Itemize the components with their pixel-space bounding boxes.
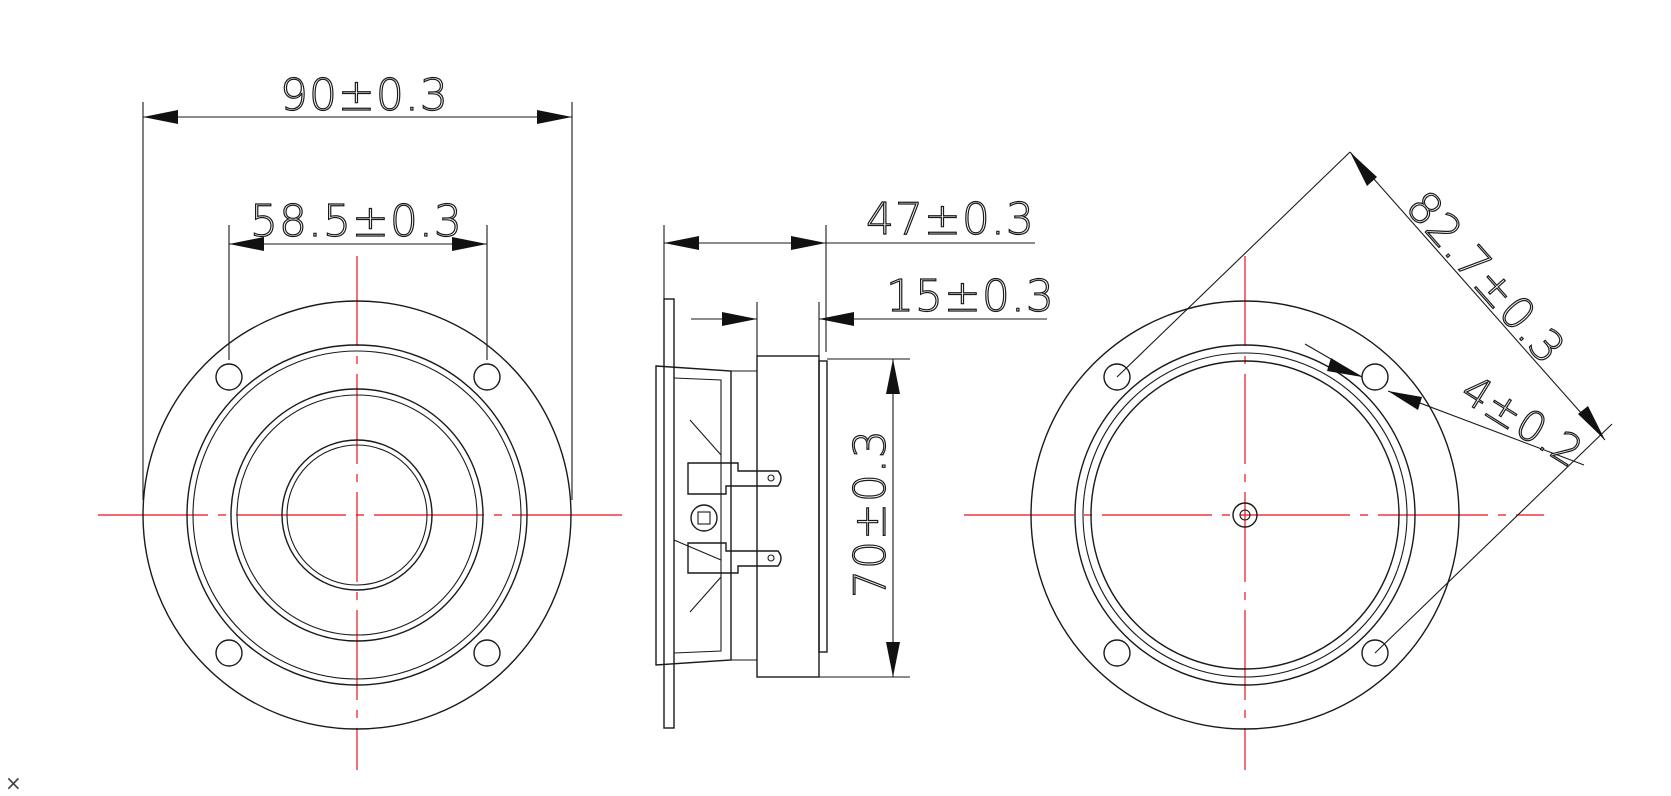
dim-inner-diameter: 58.5±0.3 bbox=[228, 195, 488, 360]
front-outer-frame bbox=[142, 300, 572, 730]
arrow-head bbox=[886, 359, 900, 394]
front-mounting-hole-tl bbox=[215, 363, 243, 391]
side-terminal-bottom-hole bbox=[767, 554, 775, 562]
rear-backplate bbox=[1090, 360, 1400, 670]
front-dustcap-outer bbox=[281, 439, 433, 591]
rear-mounting-hole-tl bbox=[1103, 363, 1131, 391]
rear-mounting-hole-tr bbox=[1361, 363, 1389, 391]
arrow-head bbox=[819, 312, 854, 326]
arrow-head bbox=[722, 312, 757, 326]
rear-vent-inner bbox=[1239, 509, 1251, 521]
dim-magnet-depth: 15±0.3 bbox=[691, 270, 1055, 356]
rear-view: 82.7±0.3 4±0.2 bbox=[964, 151, 1613, 770]
arrow-head bbox=[664, 236, 699, 250]
rear-mounting-hole-bl bbox=[1103, 639, 1131, 667]
side-basket-inner bbox=[673, 377, 722, 654]
dim-depth-overall: 47±0.3 bbox=[663, 193, 1035, 352]
arrow-head bbox=[886, 642, 900, 677]
arrow-head bbox=[1350, 152, 1377, 186]
arrow-head bbox=[229, 237, 264, 251]
front-cone-outer bbox=[230, 388, 484, 642]
dim-label-depth-overall: 47±0.3 bbox=[866, 194, 1035, 245]
side-basket-strut bbox=[689, 576, 722, 613]
arrow-head bbox=[1327, 358, 1362, 377]
dim-label-magnet-depth: 15±0.3 bbox=[886, 271, 1055, 322]
rear-magnet-mid bbox=[1082, 352, 1408, 678]
arrow-head bbox=[1388, 391, 1422, 410]
side-terminal-bottom bbox=[687, 542, 782, 574]
front-view: 90±0.3 58.5±0.3 bbox=[98, 69, 630, 770]
front-mounting-hole-br bbox=[473, 639, 501, 667]
arrow-head bbox=[452, 237, 487, 251]
front-dustcap-inner bbox=[286, 444, 428, 586]
arrow-head bbox=[1578, 406, 1605, 440]
arrow-head bbox=[791, 236, 826, 250]
side-basket bbox=[655, 365, 732, 666]
side-view: 47±0.3 15±0.3 70±0.3 bbox=[655, 193, 1055, 729]
rear-magnet-outer bbox=[1074, 344, 1416, 686]
dim-label-inner-diameter: 58.5±0.3 bbox=[250, 196, 463, 247]
side-frame-flange bbox=[663, 298, 675, 729]
dim-label-mounting-hole: 4±0.2 bbox=[1453, 365, 1592, 477]
side-back-plate bbox=[818, 360, 828, 653]
front-cone-inner bbox=[236, 394, 478, 636]
side-rivet bbox=[690, 504, 718, 532]
side-basket-strut bbox=[689, 419, 722, 456]
side-terminal-top bbox=[687, 462, 782, 495]
side-basket-strut bbox=[673, 539, 722, 561]
rear-outer-frame bbox=[1030, 300, 1460, 730]
dim-label-overall-diameter: 90±0.3 bbox=[280, 70, 449, 121]
arrow-head bbox=[537, 110, 572, 124]
side-magnet bbox=[756, 355, 820, 678]
side-rivet-square bbox=[697, 511, 711, 525]
front-mounting-hole-tr bbox=[473, 363, 501, 391]
rear-mounting-hole-br bbox=[1361, 639, 1389, 667]
rear-vent-outer bbox=[1232, 502, 1258, 528]
front-mounting-hole-bl bbox=[215, 639, 243, 667]
dim-mounting-hole: 4±0.2 bbox=[1304, 343, 1593, 478]
dim-overall-diameter: 90±0.3 bbox=[142, 69, 573, 500]
side-terminal-top-hole bbox=[767, 474, 775, 482]
front-surround-outer bbox=[186, 344, 528, 686]
front-surround-inner bbox=[192, 350, 522, 680]
dim-label-hole-circle-diagonal: 82.7±0.3 bbox=[1396, 181, 1575, 374]
arrow-head bbox=[143, 110, 178, 124]
corner-mark: × bbox=[5, 771, 22, 795]
dim-magnet-height: 70±0.3 bbox=[819, 358, 910, 678]
dim-label-magnet-height: 70±0.3 bbox=[845, 429, 896, 598]
